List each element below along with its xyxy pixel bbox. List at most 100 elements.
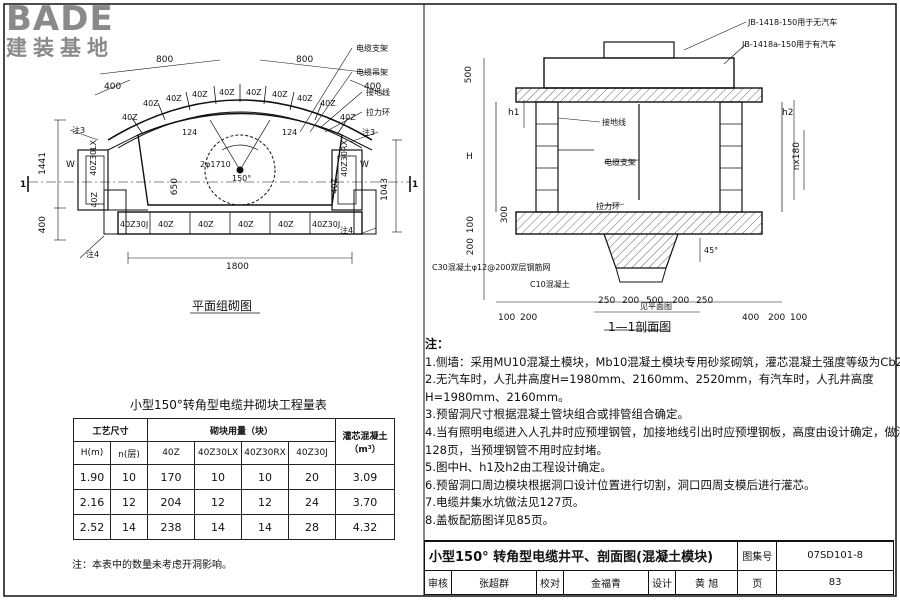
block-label: 40Z [122, 113, 138, 122]
table-row: 1.90 10 170 10 10 20 3.09 [73, 464, 395, 490]
quantity-table: 工艺尺寸 砌块用量（块） 灌芯混凝土（m³） H(m) n(层) 40Z 40Z… [73, 418, 395, 540]
table-cell: 2.52 [73, 514, 111, 540]
section-mark-left: 1 [20, 180, 27, 190]
sec-pull-ring: 拉力环 [596, 202, 620, 211]
sec-dim-200: 200 [466, 238, 476, 256]
cover-label-a: JB-1418-150用于无汽车 [748, 18, 838, 27]
table-cell: 10 [110, 464, 148, 490]
note-item: 7.电缆井集水坑做法见127页。 [425, 495, 585, 510]
block-40z30rx: 40Z30RX [340, 140, 349, 177]
plan-drawing [27, 47, 411, 314]
block-40z30lx: 40Z30LX [89, 140, 98, 176]
block-bottom: 40Z [278, 220, 294, 229]
leader-ground-wire: 接地线 [366, 88, 390, 97]
block-left-col: 40Z [90, 192, 99, 208]
sec-bot-dim: 100 [498, 313, 516, 323]
block-40z30j-left: 40Z30J [120, 220, 149, 229]
note-item: 1.侧墙：采用MU10混凝土模块，Mb10混凝土模块专用砂浆砌筑，灌芯混凝土强度… [425, 354, 900, 369]
dim-800-right: 800 [296, 55, 314, 65]
sec-plan-note: 见平面图 [640, 302, 672, 311]
cover-label-b: JB-1418a-150用于有汽车 [742, 40, 837, 49]
note-3-right: 注3 [362, 128, 376, 137]
atlas-number: 07SD101-8 [776, 541, 894, 571]
dim-650: 650 [170, 178, 180, 196]
section-mark-right: 1 [412, 180, 419, 190]
dim-800-left: 800 [156, 55, 174, 65]
table-head-concrete: 灌芯混凝土（m³） [335, 418, 395, 465]
block-label: 40Z [297, 94, 313, 103]
note-3-left: 注3 [72, 126, 86, 135]
table-row: 2.16 12 204 12 12 24 3.70 [73, 489, 395, 515]
table-row: 2.52 14 238 14 14 28 4.32 [73, 514, 395, 540]
note-item: 128页，当预埋钢管不用时应封堵。 [425, 442, 608, 457]
sec-cable-support: 电缆支架 [604, 158, 636, 167]
note-4-left: 注4 [86, 250, 100, 259]
block-label: 40Z [143, 99, 159, 108]
notes-heading: 注： [425, 337, 450, 351]
review-label: 审核 [424, 569, 452, 596]
dim-124-left: 124 [182, 128, 198, 137]
reviewer-name: 张超群 [451, 569, 537, 596]
block-label: 40Z [272, 90, 288, 99]
dim-1441: 1441 [38, 152, 48, 175]
leader-cable-hanger: 电缆吊架 [356, 68, 388, 77]
section-drawing [483, 21, 805, 331]
table-cell: 238 [147, 514, 195, 540]
table-cell: 12 [194, 489, 242, 515]
sec-dim-100: 100 [466, 216, 476, 234]
block-right-col: 40Z [330, 178, 339, 194]
atlas-label: 图集号 [737, 541, 778, 571]
sec-bot-dim: 400 [742, 313, 760, 323]
block-bottom: 40Z [158, 220, 174, 229]
note-item: H=1980mm、2160mm。 [425, 389, 570, 404]
sec-bot-dim: 100 [790, 313, 808, 323]
block-label: 40Z [320, 99, 336, 108]
table-cell: 28 [288, 514, 336, 540]
note-item: 3.预留洞尺寸根据混凝土管块组合或排管组合确定。 [425, 407, 689, 422]
block-label: 40Z [340, 113, 356, 122]
table-cell: 14 [110, 514, 148, 540]
table-cell: 10 [241, 464, 289, 490]
check-label: 校对 [536, 569, 564, 596]
design-label: 设计 [648, 569, 676, 596]
company-logo: BADE 建装基地 [6, 2, 136, 64]
table-head-usage: 砌块用量（块） [147, 418, 336, 442]
table-cell: 20 [288, 464, 336, 490]
dim-124-right: 124 [282, 128, 298, 137]
dim-400-left: 400 [104, 82, 122, 92]
sec-bot-dim: 200 [520, 313, 538, 323]
table-col-header: 40Z30LX [194, 441, 242, 465]
dim-w-left: W [66, 160, 75, 170]
block-label: 40Z [192, 90, 208, 99]
note-item: 5.图中H、h1及h2由工程设计确定。 [425, 460, 612, 475]
section-title: 1—1剖面图 [608, 320, 672, 334]
table-col-header: 40Z30RX [241, 441, 289, 465]
sec-dim-300: 300 [500, 206, 510, 224]
note-item: 8.盖板配筋图详见85页。 [425, 512, 555, 527]
block-bottom: 40Z [238, 220, 254, 229]
drawing-title: 小型150° 转角型电缆井平、剖面图(混凝土模块) [423, 541, 739, 571]
table-head-process: 工艺尺寸 [73, 418, 148, 442]
table-cell: 170 [147, 464, 195, 490]
table-cell: 14 [241, 514, 289, 540]
dim-400-right: 400 [364, 82, 382, 92]
table-cell: 3.09 [335, 464, 395, 490]
note-4-right: 注4 [340, 226, 354, 235]
sec-bot-dim: 250 [598, 296, 616, 306]
block-label: 40Z [246, 88, 262, 97]
notes-block: 注： 1.侧墙：采用MU10混凝土模块，Mb10混凝土模块专用砂浆砌筑，灌芯混凝… [425, 336, 900, 530]
table-col-header: 40Z [147, 441, 195, 465]
block-label: 40Z [219, 88, 235, 97]
table-cell: 12 [241, 489, 289, 515]
note-item: 6.预留洞口周边模块根据洞口设计位置进行切割，洞口四周支模后进行灌芯。 [425, 477, 816, 492]
sec-dim-h2: h2 [782, 108, 794, 118]
logo-brand: BADE [6, 0, 114, 39]
sec-bot-dim: 200 [672, 296, 690, 306]
table-cell: 10 [194, 464, 242, 490]
sec-bot-dim: 200 [622, 296, 640, 306]
leader-cable-support: 电缆支架 [356, 44, 388, 53]
block-bottom: 40Z [198, 220, 214, 229]
logo-subtitle: 建装基地 [6, 36, 114, 60]
table-cell: 14 [194, 514, 242, 540]
